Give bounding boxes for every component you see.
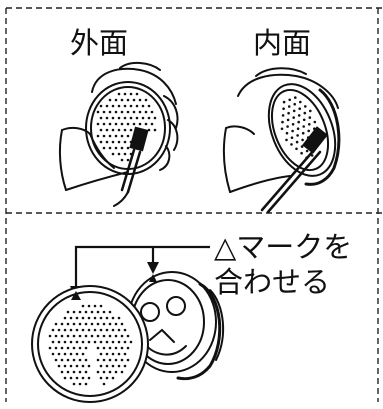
cleaning-outer-illustration	[58, 62, 179, 207]
label-inner: 内面	[253, 26, 312, 60]
dashed-frame	[5, 7, 383, 402]
filter-holes-inner	[280, 96, 317, 159]
cap-perforated	[31, 285, 149, 403]
filter-holes-cap	[48, 304, 133, 386]
filter-holes-outer	[96, 92, 157, 162]
triangle-mark-inner	[149, 274, 157, 282]
label-align-line1: △マークを	[214, 230, 353, 264]
label-outer: 外面	[70, 26, 129, 60]
triangle-mark-cap	[71, 291, 81, 300]
cleaning-inner-illustration	[222, 67, 341, 214]
label-align-line2: 合わせる	[214, 265, 331, 299]
